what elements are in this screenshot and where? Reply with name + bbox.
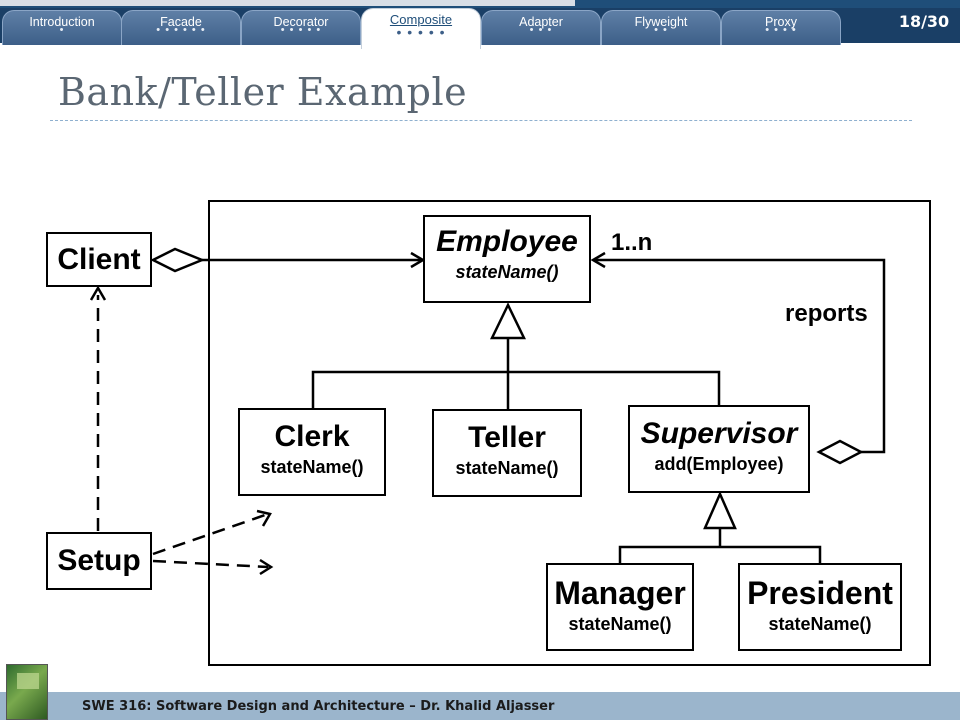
setup-dependency-upper (152, 512, 269, 556)
reports-arrowhead (590, 251, 606, 269)
tab-label: Proxy (765, 15, 797, 29)
tab-progress-dots: • • • • • (280, 24, 322, 36)
class-operation: stateName() (568, 614, 672, 634)
client-class: Client (46, 232, 152, 287)
class-operation: stateName() (768, 614, 872, 634)
manager-class: Manager stateName() (546, 563, 694, 651)
tab-label: Flyweight (634, 15, 688, 29)
client-aggregation-diamond (150, 247, 206, 273)
employee-class: Employee stateName() (423, 215, 591, 303)
tab-progress-dots: • • (654, 24, 668, 36)
tab-label: Introduction (29, 15, 95, 29)
tab-flyweight[interactable]: Flyweight • • (601, 10, 721, 45)
tab-facade[interactable]: Facade • • • • • • (121, 10, 241, 45)
class-name: Clerk (274, 420, 350, 453)
page-number: 18/30 (898, 12, 950, 31)
title-divider (50, 120, 912, 121)
class-name: Client (57, 243, 141, 276)
president-class: President stateName() (738, 563, 902, 651)
book-cover-icon (6, 664, 48, 720)
tab-adapter[interactable]: Adapter • • • (481, 10, 601, 45)
footer-bar (0, 692, 960, 720)
top-navigation: Introduction • Facade • • • • • • Decora… (0, 0, 960, 49)
tab-label: Adapter (519, 15, 563, 29)
tab-introduction[interactable]: Introduction • (2, 10, 122, 45)
class-operation: stateName() (455, 458, 559, 478)
class-name: Supervisor (640, 417, 798, 450)
tab-label: Composite (389, 12, 453, 27)
supervisor-branch (618, 545, 822, 563)
reports-label: reports (785, 300, 868, 327)
tab-progress-dots: • • • • • • (156, 24, 206, 36)
class-operation: stateName() (455, 262, 559, 282)
tab-decorator[interactable]: Decorator • • • • • (241, 10, 361, 45)
class-name: Employee (436, 225, 578, 258)
footer-text: SWE 316: Software Design and Architectur… (82, 699, 555, 714)
class-name: President (747, 575, 893, 611)
class-name: Teller (468, 421, 546, 454)
setup-upper-arrowhead (256, 509, 272, 527)
setup-class: Setup (46, 532, 152, 590)
tab-progress-dots: • (59, 24, 65, 36)
tab-proxy[interactable]: Proxy • • • • (721, 10, 841, 45)
tab-progress-dots: • • • (529, 24, 553, 36)
class-name: Setup (57, 544, 141, 577)
inheritance-branch (311, 370, 721, 409)
setup-dependency-lower (152, 559, 269, 569)
multiplicity-label: 1..n (611, 229, 653, 256)
tab-progress-dots: • • • • (765, 24, 797, 36)
tab-label: Decorator (273, 15, 329, 29)
class-operation: stateName() (260, 457, 364, 477)
slide-title: Bank/Teller Example (58, 70, 468, 114)
class-operation: add(Employee) (654, 454, 784, 474)
supervisor-class: Supervisor add(Employee) (628, 405, 810, 493)
tab-progress-dots: • • • • • (396, 24, 446, 40)
supervisor-generalization-triangle (703, 490, 737, 530)
class-name: Manager (554, 575, 686, 611)
setup-lower-arrowhead (259, 558, 274, 576)
setup-client-arrowhead (89, 285, 107, 301)
reports-line (593, 258, 886, 454)
supervisor-aggregation-diamond (816, 439, 864, 465)
teller-class: Teller stateName() (432, 409, 582, 497)
clerk-class: Clerk stateName() (238, 408, 386, 496)
tab-label: Facade (160, 15, 202, 29)
progress-strip (0, 0, 575, 6)
employee-generalization-triangle (490, 302, 526, 340)
composite-frame (208, 200, 931, 666)
tab-composite[interactable]: Composite • • • • • (361, 8, 481, 49)
